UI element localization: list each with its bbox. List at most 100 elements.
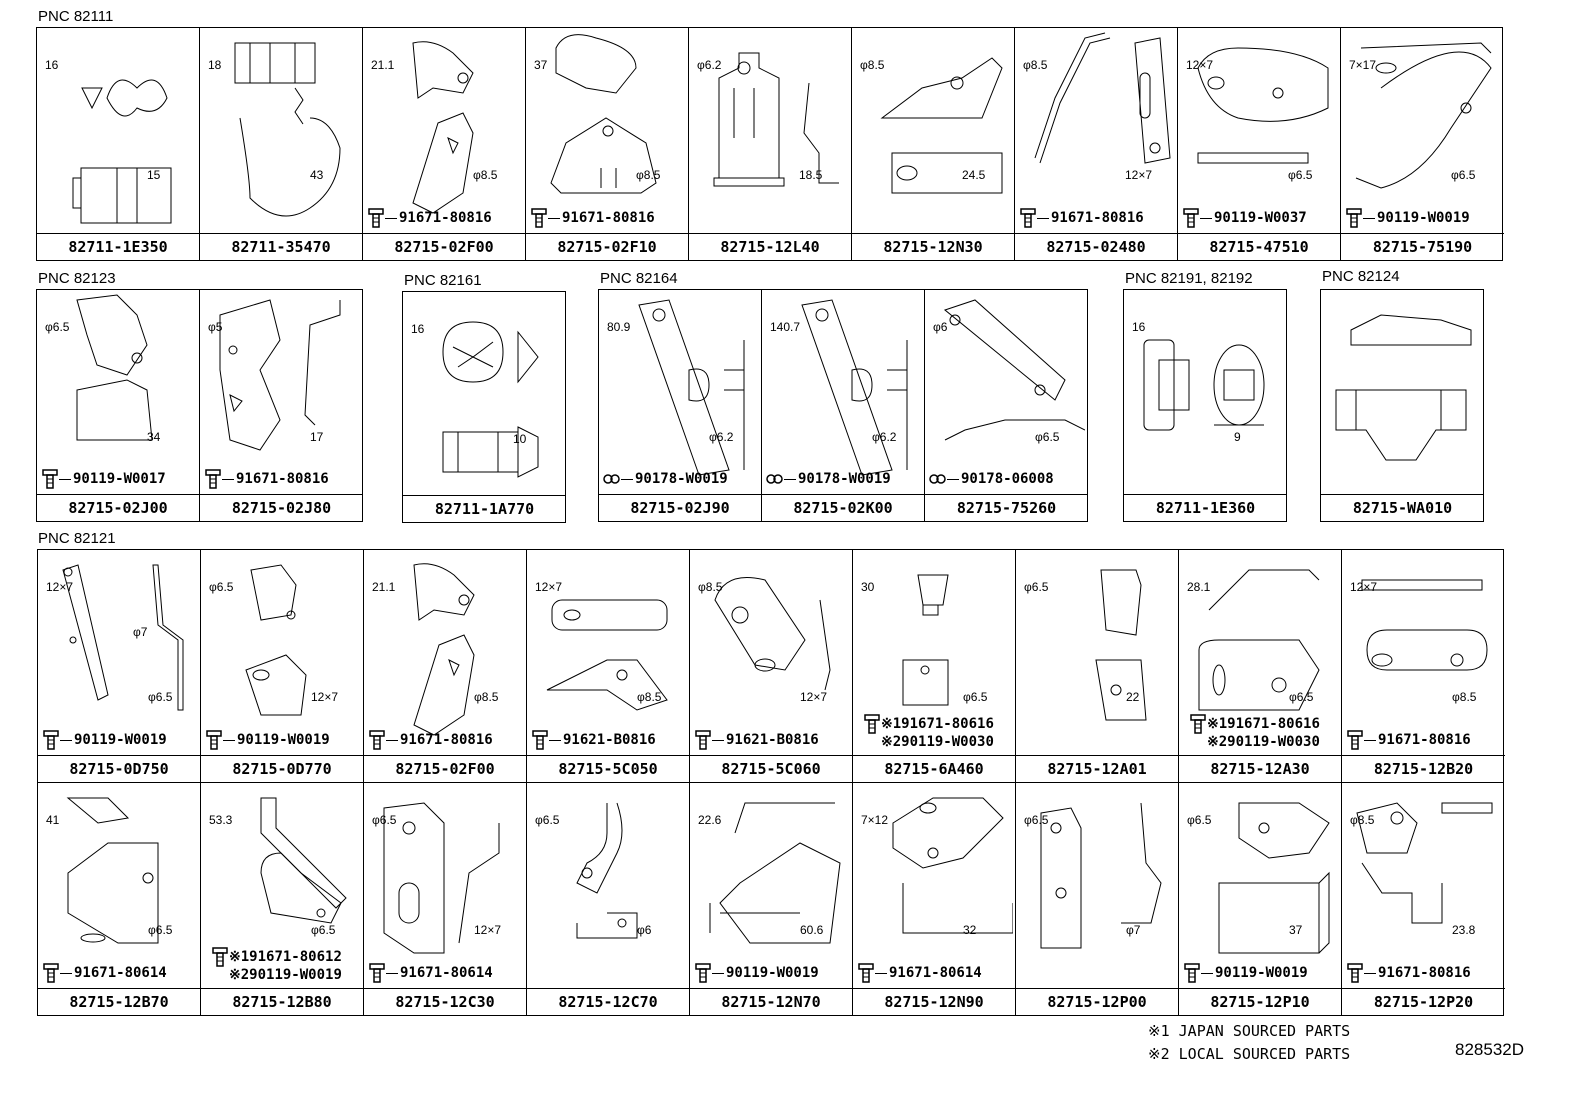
dimension-label: 21.1 <box>371 58 395 72</box>
part-number[interactable]: 82715-02F00 <box>363 233 525 260</box>
bolt-icon <box>1190 714 1206 734</box>
fastener-callout: 90119-W0019 <box>1345 208 1504 228</box>
dimension-label: φ6.5 <box>1451 168 1476 182</box>
dimension-label: 21.1 <box>372 580 396 594</box>
part-number[interactable]: 82715-02F00 <box>364 755 526 782</box>
part-number[interactable]: 82715-12A30 <box>1179 755 1341 782</box>
dimension-label: 18 <box>208 58 222 72</box>
part-number[interactable]: 82711-1E360 <box>1124 494 1287 521</box>
part-number[interactable]: 82715-12A01 <box>1016 755 1178 782</box>
part-number[interactable]: 82715-75260 <box>925 494 1088 521</box>
leader-line <box>1364 739 1376 741</box>
fastener-callout: 91671-80816 <box>204 469 363 489</box>
part-illustration <box>714 577 831 691</box>
dimension-label: φ8.5 <box>698 580 723 594</box>
part-number[interactable]: 82715-02J80 <box>200 494 363 521</box>
leader-line <box>1364 972 1376 974</box>
leader-line <box>386 739 398 741</box>
part-number[interactable]: 82715-12N70 <box>690 988 852 1015</box>
part-number[interactable]: 82715-0D750 <box>38 755 200 782</box>
part-number[interactable]: 82715-12C30 <box>364 988 526 1015</box>
legend-local-sourced: ※2 LOCAL SOURCED PARTS <box>1148 1045 1351 1063</box>
part-number[interactable]: 82715-12L40 <box>689 233 851 260</box>
part-number[interactable]: 82715-12P00 <box>1016 988 1178 1015</box>
part-number[interactable]: 82715-6A460 <box>853 755 1015 782</box>
part-number[interactable]: 82715-47510 <box>1178 233 1340 260</box>
dimension-label: φ8.5 <box>860 58 885 72</box>
part-number[interactable]: 82715-12C70 <box>527 988 689 1015</box>
bolt-icon <box>695 963 711 983</box>
dimension-label: φ8.5 <box>1350 813 1375 827</box>
part-number[interactable]: 82715-5C050 <box>527 755 689 782</box>
part-number[interactable]: 82715-02J00 <box>37 494 199 521</box>
dimension-label: φ6.5 <box>1024 813 1049 827</box>
part-number[interactable]: 82715-02J90 <box>599 494 761 521</box>
fastener-callout: 91671-80816 <box>530 208 688 228</box>
part-number[interactable]: 82715-02K00 <box>762 494 924 521</box>
part-number[interactable]: 82715-02F10 <box>526 233 688 260</box>
part-number[interactable]: 82715-02480 <box>1015 233 1177 260</box>
part-number[interactable]: 82715-12P10 <box>1179 988 1341 1015</box>
fastener-part-number: 91671-80816 <box>399 210 492 226</box>
part-number[interactable]: 82715-WA010 <box>1321 494 1484 521</box>
part-number[interactable]: 82715-12B80 <box>201 988 363 1015</box>
part-number[interactable]: 82711-1A770 <box>403 495 566 522</box>
fastener-callout: 91671-80614 <box>857 963 1015 983</box>
dimension-label: φ6.5 <box>963 690 988 704</box>
part-number[interactable]: 82715-12B20 <box>1342 755 1505 782</box>
part-number[interactable]: 82715-12B70 <box>38 988 200 1015</box>
fastener-callout: 90119-W0019 <box>42 730 200 750</box>
part-number[interactable]: 82715-75190 <box>1341 233 1504 260</box>
part-number[interactable]: 82715-12P20 <box>1342 988 1505 1015</box>
part-illustration <box>412 41 474 214</box>
part-number[interactable]: 82715-0D770 <box>201 755 363 782</box>
fastener-part-number: ※191671-80612 <box>229 949 342 965</box>
fastener-part-number: 90178-W0019 <box>635 471 728 487</box>
part-number[interactable]: 82715-12N90 <box>853 988 1015 1015</box>
part-illustration <box>1355 42 1492 189</box>
part-number[interactable]: 82711-35470 <box>200 233 362 260</box>
part-number[interactable]: 82711-1E350 <box>37 233 199 260</box>
parts-group-82124: 82715-WA010 <box>1320 289 1484 522</box>
part-cell[interactable]: 82715-WA010 <box>1321 290 1484 521</box>
part-number[interactable]: 82715-5C060 <box>690 755 852 782</box>
part-number[interactable]: 82715-12N30 <box>852 233 1014 260</box>
